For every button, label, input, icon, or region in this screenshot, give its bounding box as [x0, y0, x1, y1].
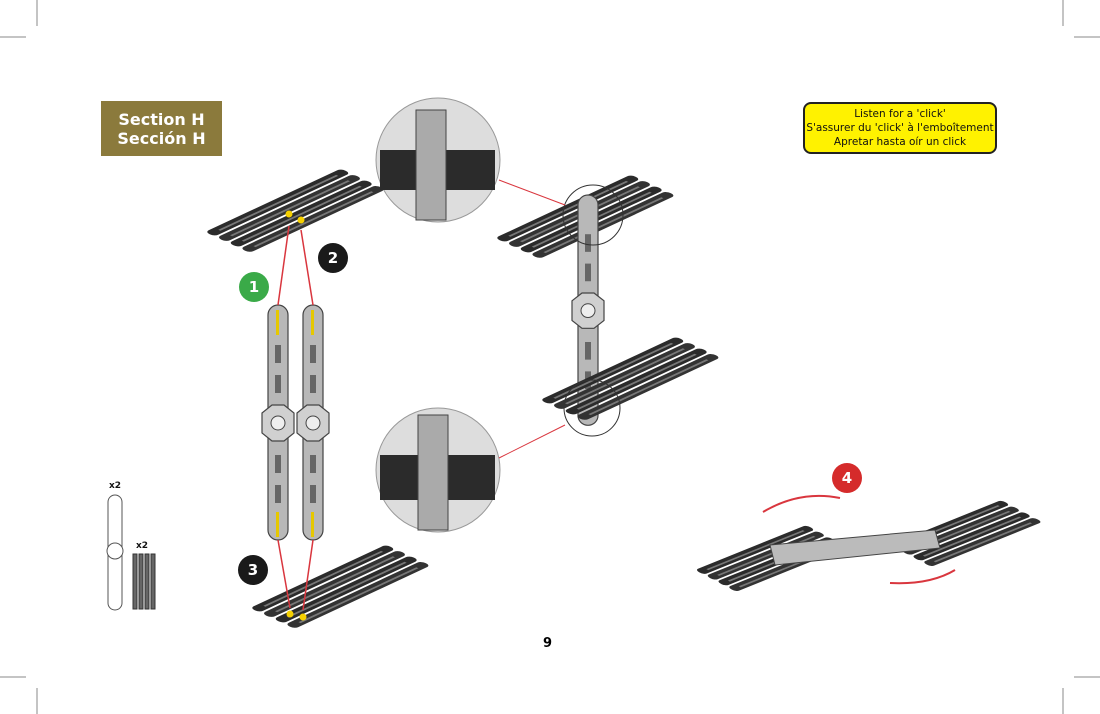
note-fr: S'assurer du 'click' à l'emboîtement — [806, 122, 994, 134]
top-plate — [205, 168, 386, 253]
step-badge-3: 3 — [238, 555, 268, 585]
strip-b — [296, 304, 330, 541]
part-quantity-plate: x2 — [136, 541, 149, 551]
step-badge-2: 2 — [318, 243, 348, 273]
section-label: Section H Sección H — [101, 101, 222, 156]
click-note: Listen for a 'click' S'assurer du 'click… — [803, 102, 997, 154]
section-title-es: Sección H — [117, 128, 206, 148]
assembled-frame — [495, 174, 721, 437]
note-en: Listen for a 'click' — [854, 108, 946, 120]
assembly-arrows — [277, 225, 314, 611]
bottom-plate — [250, 544, 431, 629]
section-title-en: Section H — [118, 109, 205, 129]
part-quantity-strip: x2 — [109, 481, 122, 491]
part-strip-icon — [106, 494, 124, 611]
folding-frame — [695, 494, 1043, 592]
step-badge-4: 4 — [832, 463, 862, 493]
strip-a — [261, 304, 295, 541]
detail-inset-top — [375, 97, 566, 223]
step-badge-1: 1 — [239, 272, 269, 302]
part-plate-icon — [132, 553, 156, 610]
page-number: 9 — [543, 636, 553, 651]
detail-inset-bottom — [375, 407, 566, 533]
note-es: Apretar hasta oír un click — [833, 136, 967, 148]
